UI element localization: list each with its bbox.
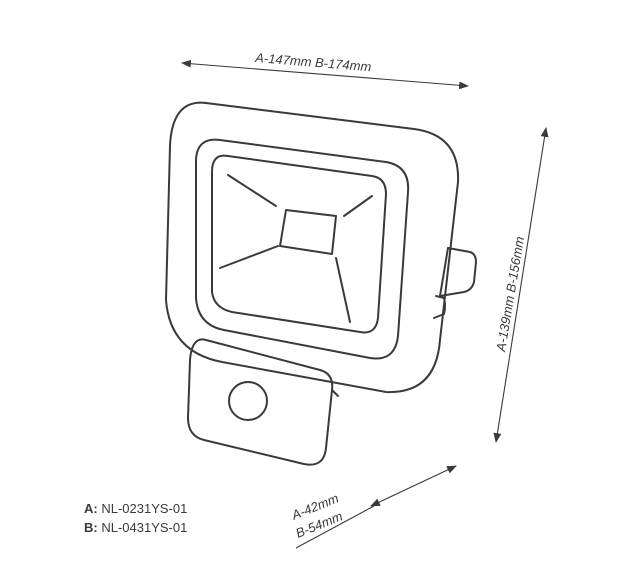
model-b-key: B:	[84, 520, 98, 535]
ray-bottom-right	[335, 257, 351, 323]
sensor-housing	[187, 338, 334, 466]
ray-top-left	[227, 174, 277, 207]
lens-glass	[211, 154, 387, 334]
model-a-key: A:	[84, 501, 98, 516]
sensor-side-edge	[331, 389, 339, 397]
ray-bottom-left	[219, 245, 279, 269]
model-a-code: NL-0231YS-01	[101, 501, 188, 516]
height-dimension-line	[493, 127, 549, 443]
led-chip	[279, 209, 337, 255]
mounting-bracket	[439, 247, 477, 297]
model-a-line: A: NL-0231YS-01	[84, 500, 187, 517]
depth-dimension-line	[370, 465, 457, 507]
model-b-code: NL-0431YS-01	[101, 520, 188, 535]
outer-housing	[165, 101, 460, 394]
height-dimension-label: A-139mm B-156mm	[493, 235, 527, 353]
ray-top-right	[343, 195, 373, 217]
inner-bezel	[195, 138, 410, 360]
bracket-edge	[439, 247, 449, 297]
model-b-line: B: NL-0431YS-01	[84, 519, 187, 536]
depth-dimension-underline	[295, 505, 375, 549]
motion-sensor-lens	[228, 381, 268, 421]
width-dimension-line	[181, 59, 469, 90]
